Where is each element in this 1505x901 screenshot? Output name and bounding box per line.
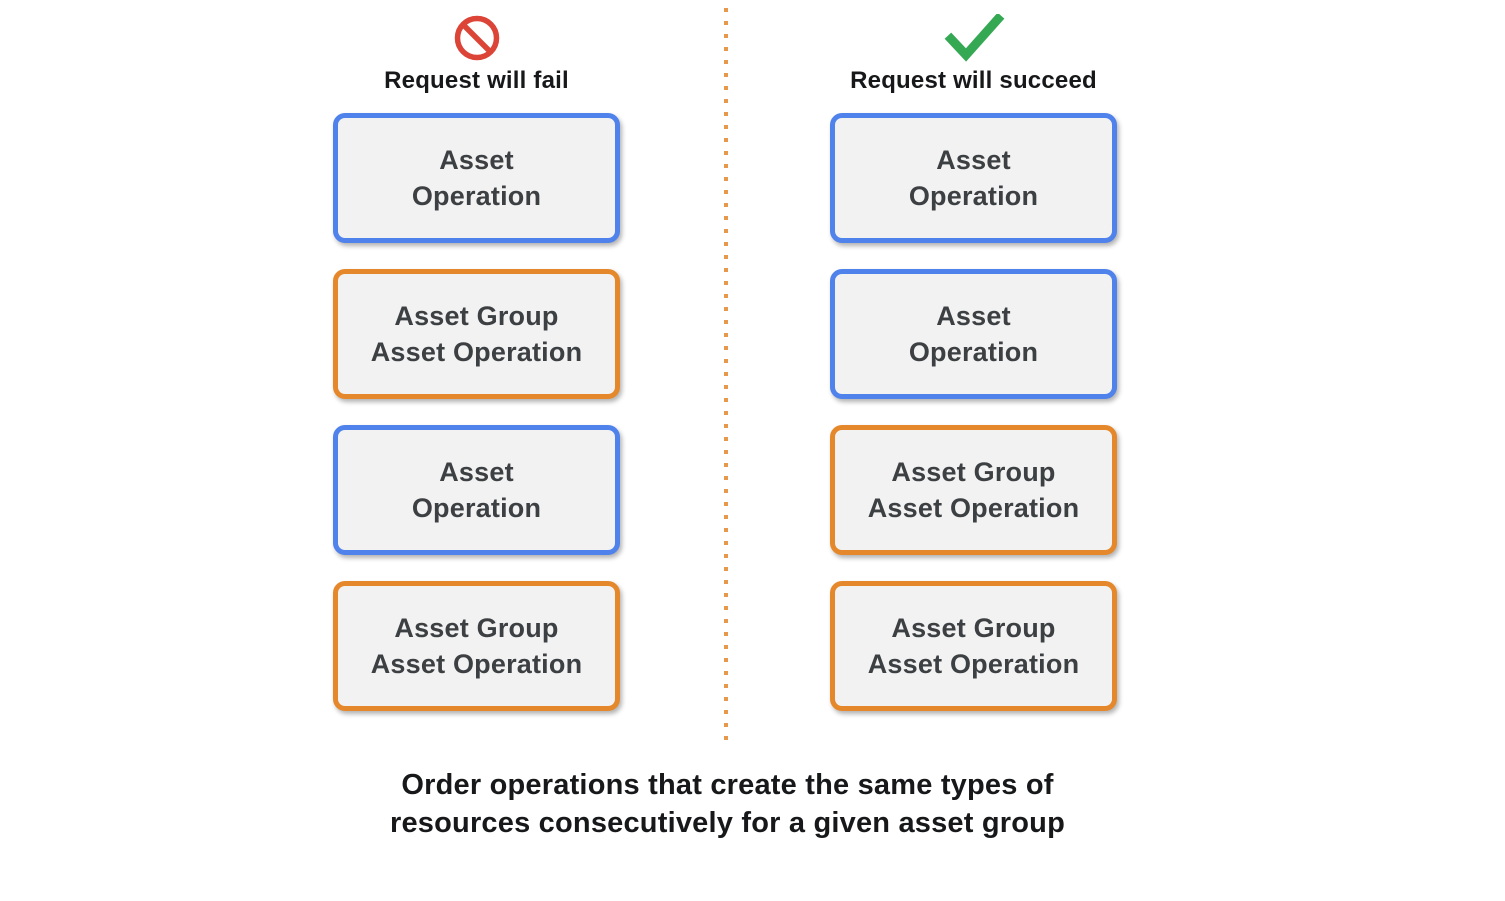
succeed-box-1: Asset Operation — [830, 113, 1117, 243]
diagram-caption: Order operations that create the same ty… — [389, 769, 1066, 840]
fail-column: Request will fail Asset Operation Asset … — [333, 0, 620, 711]
checkmark-icon — [944, 14, 1004, 62]
succeed-box-1-label: Asset Operation — [908, 144, 1039, 211]
fail-box-2: Asset Group Asset Operation — [333, 269, 620, 399]
fail-box-3: Asset Operation — [333, 425, 620, 555]
fail-icon-wrap — [333, 12, 620, 64]
fail-box-3-label: Asset Operation — [411, 456, 542, 523]
succeed-column-title: Request will succeed — [850, 67, 1097, 94]
fail-box-4-label: Asset Group Asset Operation — [370, 612, 583, 679]
succeed-box-3: Asset Group Asset Operation — [830, 425, 1117, 555]
succeed-box-3-label: Asset Group Asset Operation — [867, 456, 1080, 523]
succeed-box-2-label: Asset Operation — [908, 300, 1039, 367]
fail-box-2-label: Asset Group Asset Operation — [370, 300, 583, 367]
dotted-divider — [724, 8, 728, 740]
fail-column-title: Request will fail — [384, 67, 569, 94]
succeed-box-2: Asset Operation — [830, 269, 1117, 399]
succeed-box-4-label: Asset Group Asset Operation — [867, 612, 1080, 679]
succeed-box-stack: Asset Operation Asset Operation Asset Gr… — [830, 113, 1117, 711]
fail-box-4: Asset Group Asset Operation — [333, 581, 620, 711]
fail-box-1: Asset Operation — [333, 113, 620, 243]
succeed-box-4: Asset Group Asset Operation — [830, 581, 1117, 711]
prohibition-icon — [454, 15, 499, 61]
succeed-column: Request will succeed Asset Operation Ass… — [830, 0, 1117, 711]
succeed-icon-wrap — [830, 12, 1117, 64]
fail-box-1-label: Asset Operation — [411, 144, 542, 211]
fail-box-stack: Asset Operation Asset Group Asset Operat… — [333, 113, 620, 711]
